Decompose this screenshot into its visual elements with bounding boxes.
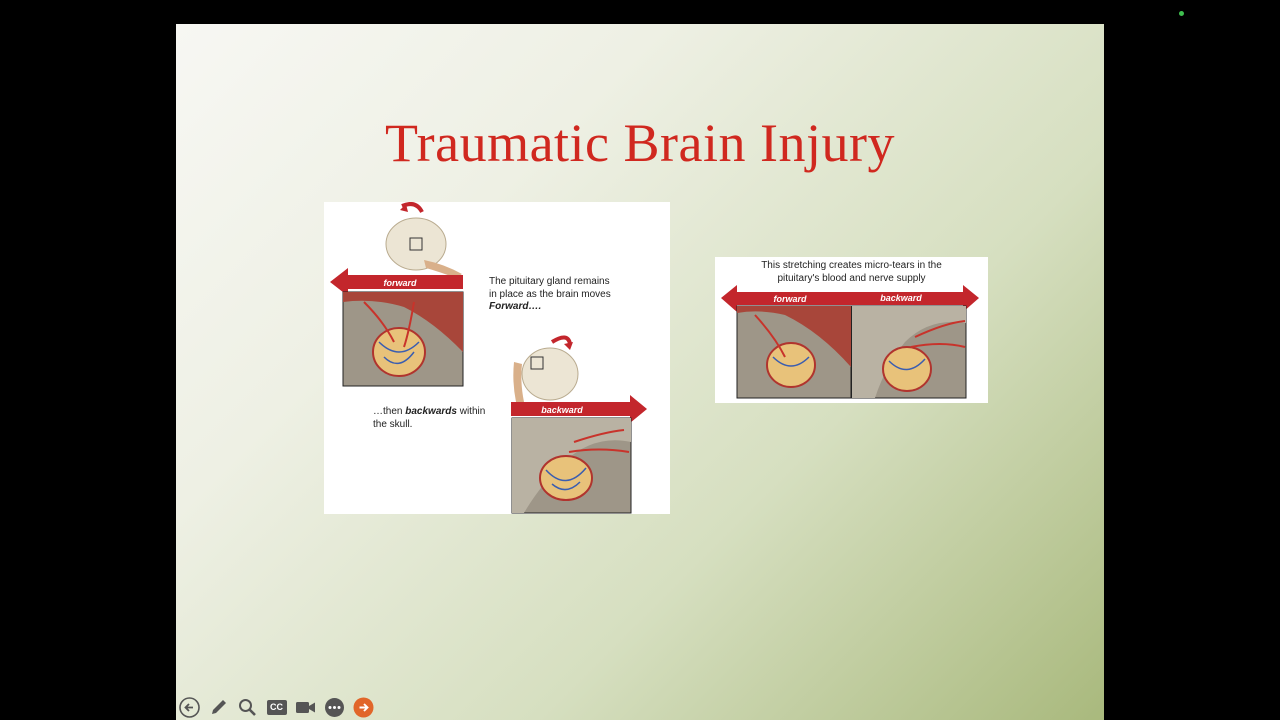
video-camera-icon: [295, 701, 315, 713]
micro-tears-caption: This stretching creates micro-tears in t…: [761, 260, 942, 284]
forward-label-2: forward: [773, 294, 807, 304]
presentation-controls: CC: [178, 694, 375, 720]
micro-tears-figure: This stretching creates micro-tears in t…: [715, 257, 988, 403]
slide-title: Traumatic Brain Injury: [385, 113, 895, 173]
next-slide-button[interactable]: [352, 696, 375, 719]
pituitary-motion-figure: forward backward The pituitary gland r: [324, 202, 670, 514]
arrow-left-icon: [179, 696, 200, 718]
forward-label: forward: [383, 278, 417, 288]
presentation-slide: Traumatic Brain Injury forward: [176, 24, 1104, 720]
caption-forward: The pituitary gland remains in place as …: [489, 276, 611, 312]
captions-button[interactable]: CC: [265, 696, 288, 719]
pituitary-motion-illustration: forward backward: [330, 202, 647, 514]
pen-tool-button[interactable]: [207, 696, 230, 719]
backward-label: backward: [541, 405, 583, 415]
pen-icon: [212, 699, 226, 714]
backward-label-2: backward: [880, 293, 922, 303]
recording-indicator: [1179, 11, 1184, 16]
magnifier-icon: [239, 698, 256, 716]
more-options-button[interactable]: [323, 696, 346, 719]
cc-icon: CC: [266, 699, 287, 715]
caption-backward: …then backwards within the skull.: [373, 406, 486, 430]
arrow-right-icon: [353, 697, 374, 717]
micro-tears-illustration: forward backward: [721, 285, 979, 399]
ellipsis-icon: [325, 697, 344, 717]
video-button[interactable]: [294, 696, 317, 719]
previous-slide-button[interactable]: [178, 696, 201, 719]
zoom-button[interactable]: [236, 696, 259, 719]
